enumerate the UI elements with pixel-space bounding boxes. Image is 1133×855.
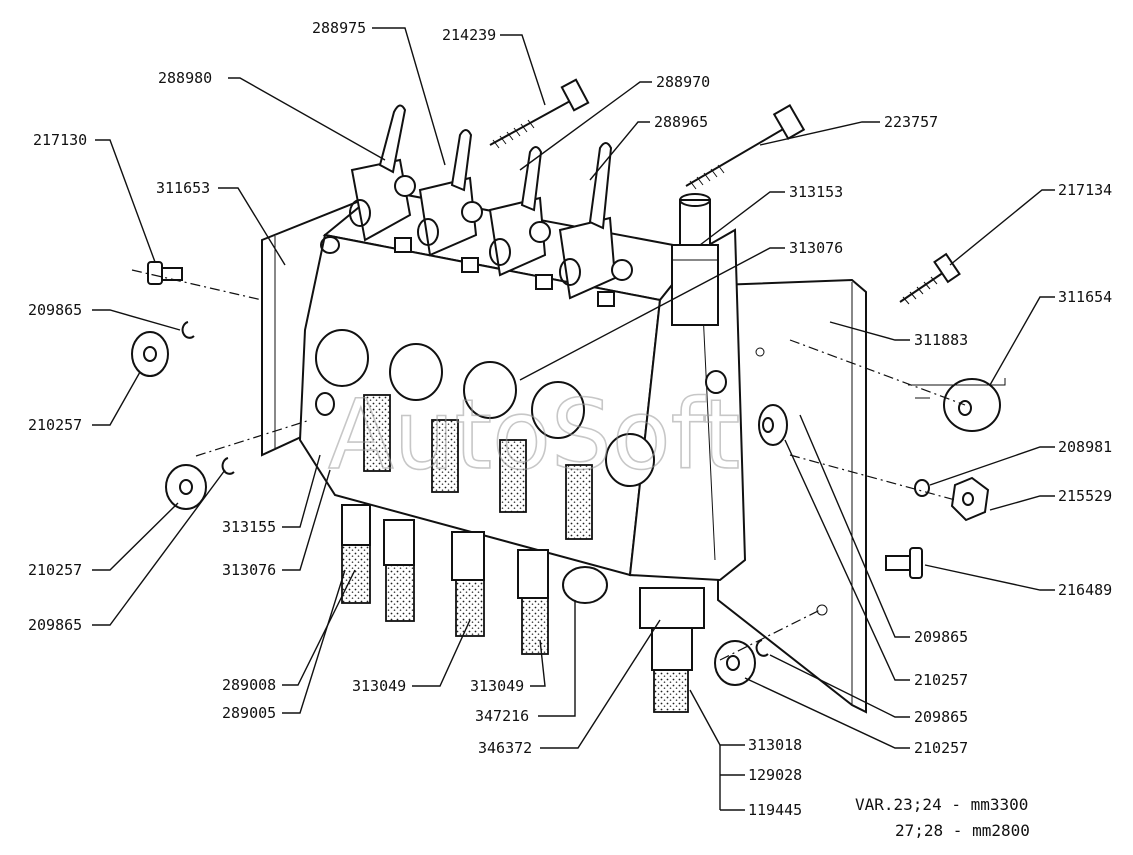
bolt-214239 [489, 78, 590, 149]
label-216489: 216489 [1058, 581, 1112, 599]
variant-note: VAR.23;24 - mm3300 27;28 - mm2800 [855, 795, 1030, 840]
label-209865-bottom: 209865 [914, 708, 968, 726]
lever-2 [417, 129, 478, 257]
washer-209865-lower-left [221, 457, 235, 475]
lever-3 [488, 146, 547, 277]
label-313153: 313153 [789, 183, 843, 201]
label-313076-left: 313076 [222, 561, 276, 579]
label-209865-right: 209865 [914, 628, 968, 646]
label-311654: 311654 [1058, 288, 1112, 306]
label-209865-left: 209865 [28, 301, 82, 319]
label-313076-top: 313076 [789, 239, 843, 257]
label-311653: 311653 [156, 179, 210, 197]
label-288970: 288970 [656, 73, 710, 91]
label-210257-right: 210257 [914, 671, 968, 689]
label-223757: 223757 [884, 113, 938, 131]
lever-1 [349, 104, 412, 242]
mounting-plate-right [717, 278, 867, 714]
spacer-311654 [943, 378, 1001, 432]
label-217130: 217130 [33, 131, 87, 149]
nut-210257-lower-left [165, 464, 207, 510]
washer-209865-bottom [755, 639, 769, 657]
relief-valve-stack [671, 193, 719, 326]
nut-210257-left [131, 331, 169, 377]
label-215529: 215529 [1058, 487, 1112, 505]
label-346372: 346372 [478, 739, 532, 757]
label-311883: 311883 [914, 331, 968, 349]
label-313049-left: 313049 [352, 677, 406, 695]
label-210257-left: 210257 [28, 416, 82, 434]
label-119445: 119445 [748, 801, 802, 819]
bolt-217130 [147, 261, 183, 285]
bolt-216489 [885, 547, 923, 579]
variant-note-line-2: 27;28 - mm2800 [895, 821, 1030, 840]
watermark-text: AutoSoft [328, 379, 740, 491]
label-289005: 289005 [222, 704, 276, 722]
label-214239: 214239 [442, 26, 496, 44]
part-labels: 288975 214239 288980 288970 288965 22375… [28, 19, 1112, 819]
leader-lines [92, 27, 1055, 811]
center-lines [131, 269, 1006, 661]
label-210257-lower-left: 210257 [28, 561, 82, 579]
control-levers [349, 104, 633, 307]
label-288965: 288965 [654, 113, 708, 131]
label-208981: 208981 [1058, 438, 1112, 456]
nut-210257-bottom [714, 640, 756, 686]
label-313018: 313018 [748, 736, 802, 754]
lower-fittings [341, 504, 705, 671]
variant-note-line-1: VAR.23;24 - mm3300 [855, 795, 1028, 814]
bolt-223757 [685, 104, 806, 190]
label-210257-bottom: 210257 [914, 739, 968, 757]
front-caps [315, 329, 655, 487]
label-217134: 217134 [1058, 181, 1112, 199]
washer-209865-left [181, 321, 195, 339]
label-313049-right: 313049 [470, 677, 524, 695]
bolt-217134 [899, 252, 961, 305]
washer-208981 [914, 479, 930, 497]
hose-stubs-front [341, 394, 689, 713]
label-289008: 289008 [222, 676, 276, 694]
label-313155: 313155 [222, 518, 276, 536]
label-288975: 288975 [312, 19, 366, 37]
label-288980: 288980 [158, 69, 212, 87]
nut-215529 [950, 476, 990, 522]
lever-4 [558, 142, 617, 300]
nut-210257-right [758, 404, 788, 446]
label-347216: 347216 [475, 707, 529, 725]
label-209865-lower-left: 209865 [28, 616, 82, 634]
label-129028: 129028 [748, 766, 802, 784]
